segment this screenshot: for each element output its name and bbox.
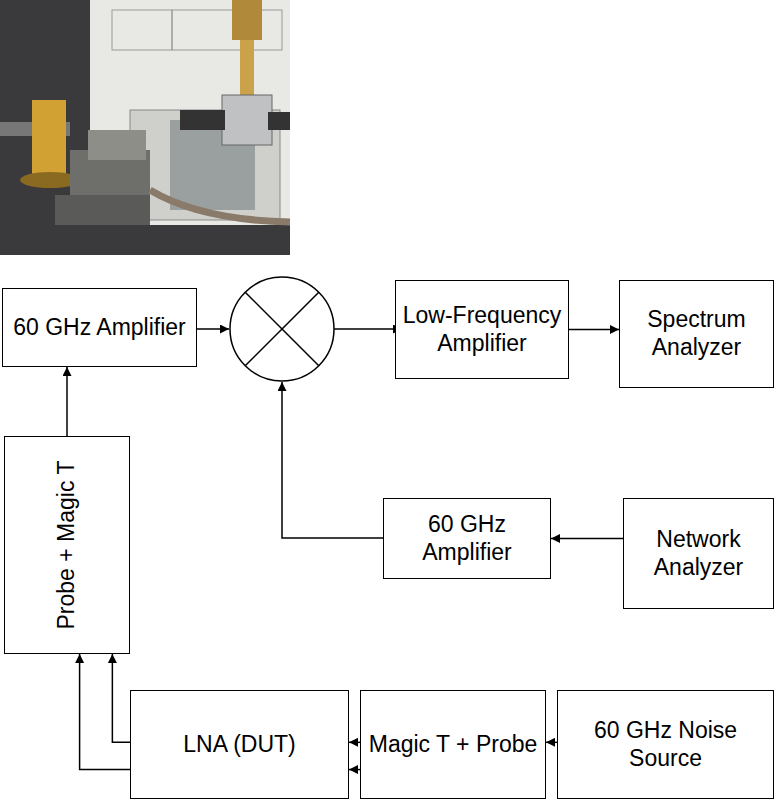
mixer-symbol <box>230 277 334 381</box>
block-box: LNA (DUT) <box>130 690 349 799</box>
block-label: 60 GHz Amplifier <box>7 314 192 342</box>
block-label: LNA (DUT) <box>177 731 301 759</box>
block-box: Low-Frequency Amplifier <box>395 280 569 379</box>
block-label: Magic T + Probe <box>363 731 544 759</box>
signal-arrow <box>80 654 130 770</box>
signal-arrow <box>349 769 360 771</box>
block-box: Magic T + Probe <box>360 690 546 799</box>
block-label: Low-Frequency Amplifier <box>396 302 568 357</box>
signal-arrow <box>546 742 557 744</box>
block-box: 60 GHz Amplifier <box>2 288 197 367</box>
block-box: Network Analyzer <box>623 498 774 609</box>
block-box: Probe + Magic T <box>4 436 130 654</box>
block-label: Probe + Magic T <box>53 450 81 640</box>
block-label: 60 GHz Noise Source <box>558 717 773 772</box>
if-wire <box>334 328 402 330</box>
signal-arrow <box>349 742 360 744</box>
setup-photo <box>0 0 290 255</box>
block-label: Network Analyzer <box>624 526 773 581</box>
block-box: 60 GHz Amplifier <box>383 498 551 579</box>
block-box: Spectrum Analyzer <box>619 280 774 388</box>
lo-wire <box>282 382 391 538</box>
rf-wire <box>194 328 229 330</box>
block-label: Spectrum Analyzer <box>620 306 773 361</box>
signal-arrow <box>66 367 68 436</box>
signal-arrow <box>551 538 623 540</box>
block-label: 60 GHz Amplifier <box>384 511 550 566</box>
signal-arrow <box>569 329 619 331</box>
block-box: 60 GHz Noise Source <box>557 690 774 799</box>
signal-arrow <box>112 654 130 742</box>
